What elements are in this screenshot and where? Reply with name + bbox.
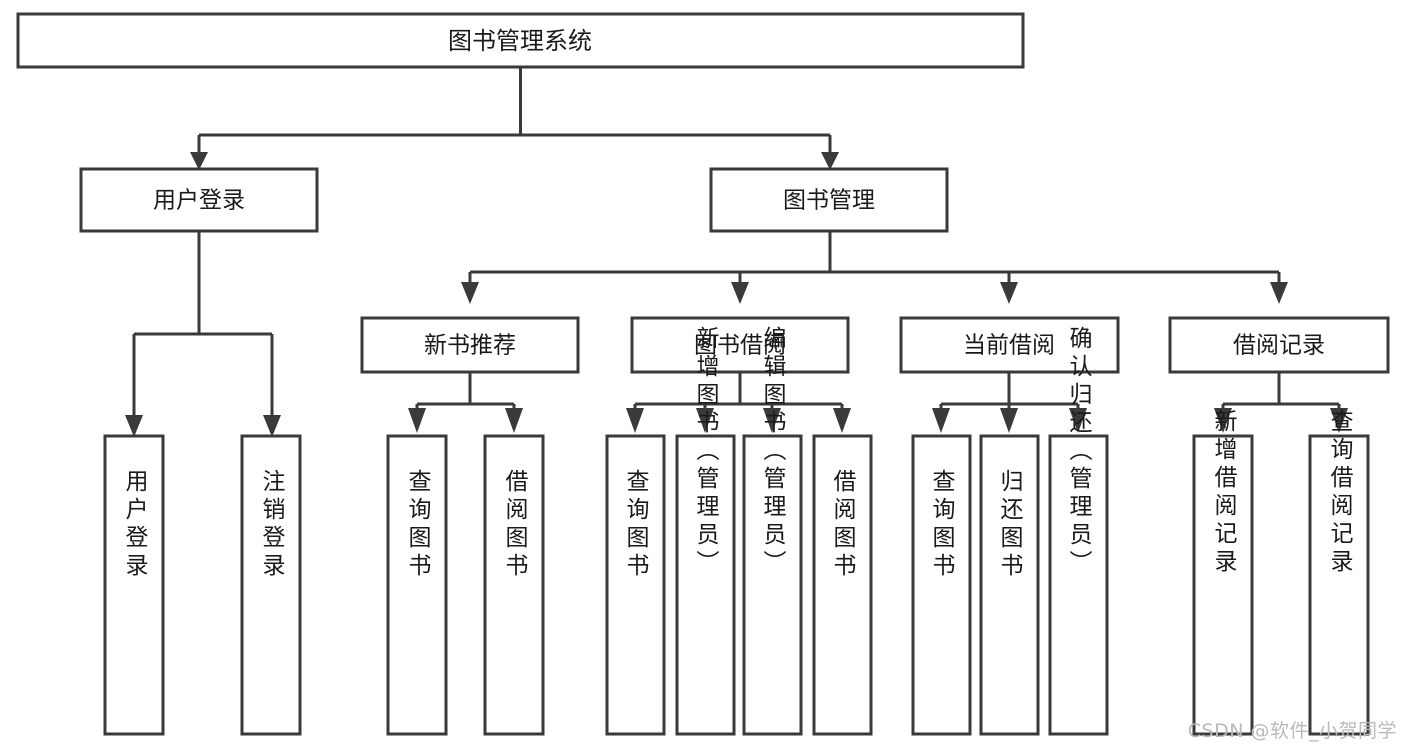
node-book-manage[interactable]: 图书管理	[709, 167, 949, 233]
leaf-user-login[interactable]: 用户登录	[103, 434, 165, 736]
leaf-user-login-label: 用户登录	[121, 469, 149, 581]
leaf-record-search[interactable]: 查询借阅记录	[1308, 409, 1370, 736]
node-user-login-label: 用户登录	[153, 188, 245, 214]
leaf-borrow-edit-book-label: 编辑图书（管理员）	[759, 326, 787, 578]
leaf-current-query-book-label: 查询图书	[928, 469, 956, 581]
connector-borrowrecord-to-leaves	[1214, 372, 1348, 433]
leaf-recommend-borrow-book-label: 借阅图书	[501, 469, 529, 581]
leaf-current-return-book[interactable]: 归还图书	[979, 434, 1040, 736]
node-root[interactable]: 图书管理系统	[16, 12, 1025, 69]
leaf-current-return-book-label: 归还图书	[996, 469, 1024, 581]
node-borrow-record-label: 借阅记录	[1233, 333, 1325, 359]
node-book-borrow[interactable]: 图书借阅	[630, 316, 850, 374]
node-current-borrow[interactable]: 当前借阅	[899, 316, 1120, 374]
node-book-manage-label: 图书管理	[783, 188, 875, 214]
leaf-current-query-book[interactable]: 查询图书	[911, 434, 972, 736]
leaf-record-add-label: 新增借阅记录	[1210, 409, 1238, 577]
leaf-recommend-query-book[interactable]: 查询图书	[386, 434, 448, 736]
node-new-book-recommend[interactable]: 新书推荐	[360, 316, 580, 374]
leaf-record-search-label: 查询借阅记录	[1326, 409, 1354, 577]
leaf-borrow-query-book-label: 查询图书	[622, 469, 650, 581]
connector-currentborrow-to-leaves	[932, 372, 1087, 433]
node-root-label: 图书管理系统	[448, 27, 592, 55]
connector-newbook-to-leaves	[408, 372, 523, 433]
node-current-borrow-label: 当前借阅	[963, 333, 1055, 359]
leaf-borrow-edit-book[interactable]: 编辑图书（管理员）	[742, 326, 803, 736]
node-borrow-record[interactable]: 借阅记录	[1168, 316, 1390, 374]
leaf-recommend-query-book-label: 查询图书	[404, 469, 432, 581]
leaf-current-confirm-return[interactable]: 确认归还（管理员）	[1048, 326, 1109, 736]
leaf-borrow-add-book[interactable]: 新增图书（管理员）	[675, 326, 736, 736]
csdn-watermark: CSDN @软件_小贺同学	[1187, 720, 1397, 742]
leaf-record-add[interactable]: 新增借阅记录	[1192, 409, 1254, 736]
leaf-recommend-borrow-book[interactable]: 借阅图书	[483, 434, 545, 736]
connector-userlogin-to-leaves	[125, 231, 281, 437]
connector-bookborrow-to-leaves	[626, 372, 851, 433]
leaf-borrow-query-book[interactable]: 查询图书	[605, 434, 666, 736]
connector-root-to-level2	[190, 67, 839, 170]
connector-bookmanage-to-level3	[461, 231, 1288, 304]
node-user-login[interactable]: 用户登录	[79, 167, 319, 233]
leaf-current-confirm-return-label: 确认归还（管理员）	[1065, 326, 1093, 578]
node-new-book-recommend-label: 新书推荐	[424, 333, 516, 359]
leaf-borrow-add-book-label: 新增图书（管理员）	[692, 326, 720, 578]
leaf-user-logout-label: 注销登录	[258, 469, 286, 581]
leaf-borrow-borrow-book[interactable]: 借阅图书	[812, 434, 873, 736]
node-book-borrow-label: 图书借阅	[694, 333, 786, 359]
leaf-user-logout[interactable]: 注销登录	[240, 434, 302, 736]
leaf-borrow-borrow-book-label: 借阅图书	[829, 469, 857, 581]
